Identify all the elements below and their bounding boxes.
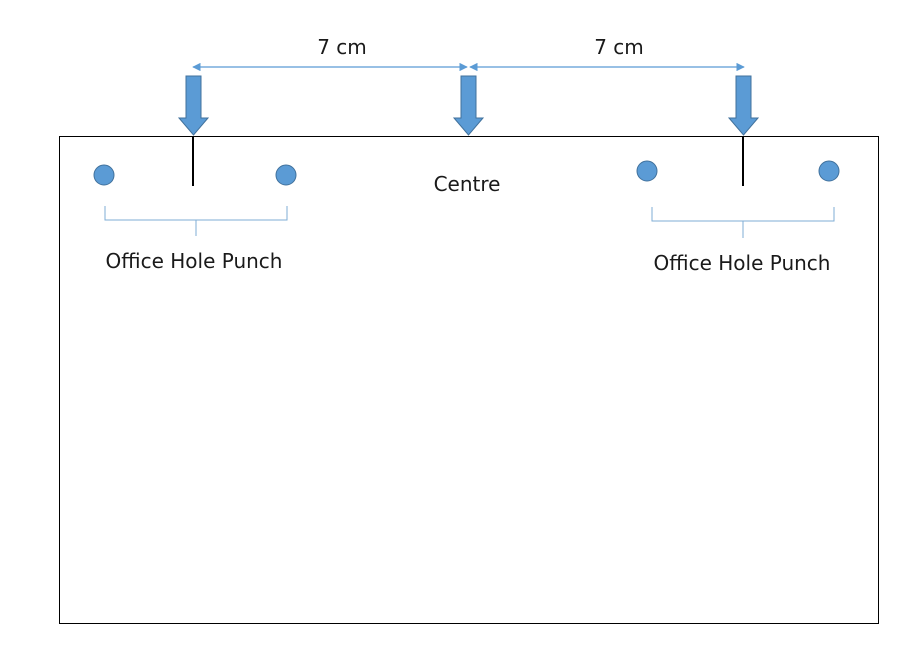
bracket-left — [104, 206, 288, 236]
down-arrow-right-icon — [727, 75, 760, 136]
down-arrow-centre-icon — [452, 75, 485, 136]
centre-label: Centre — [433, 172, 501, 196]
dimension-label-left: 7 cm — [317, 35, 367, 59]
dimension-label-right: 7 cm — [594, 35, 644, 59]
punch-hole-1 — [93, 164, 115, 186]
punch-hole-3 — [636, 160, 658, 182]
paper-sheet — [59, 136, 879, 624]
punch-hole-2 — [275, 164, 297, 186]
bracket-right — [651, 207, 835, 238]
punch-label-right: Office Hole Punch — [653, 251, 831, 275]
down-arrow-left-icon — [177, 75, 210, 136]
punch-label-left: Office Hole Punch — [105, 249, 283, 273]
punch-hole-4 — [818, 160, 840, 182]
